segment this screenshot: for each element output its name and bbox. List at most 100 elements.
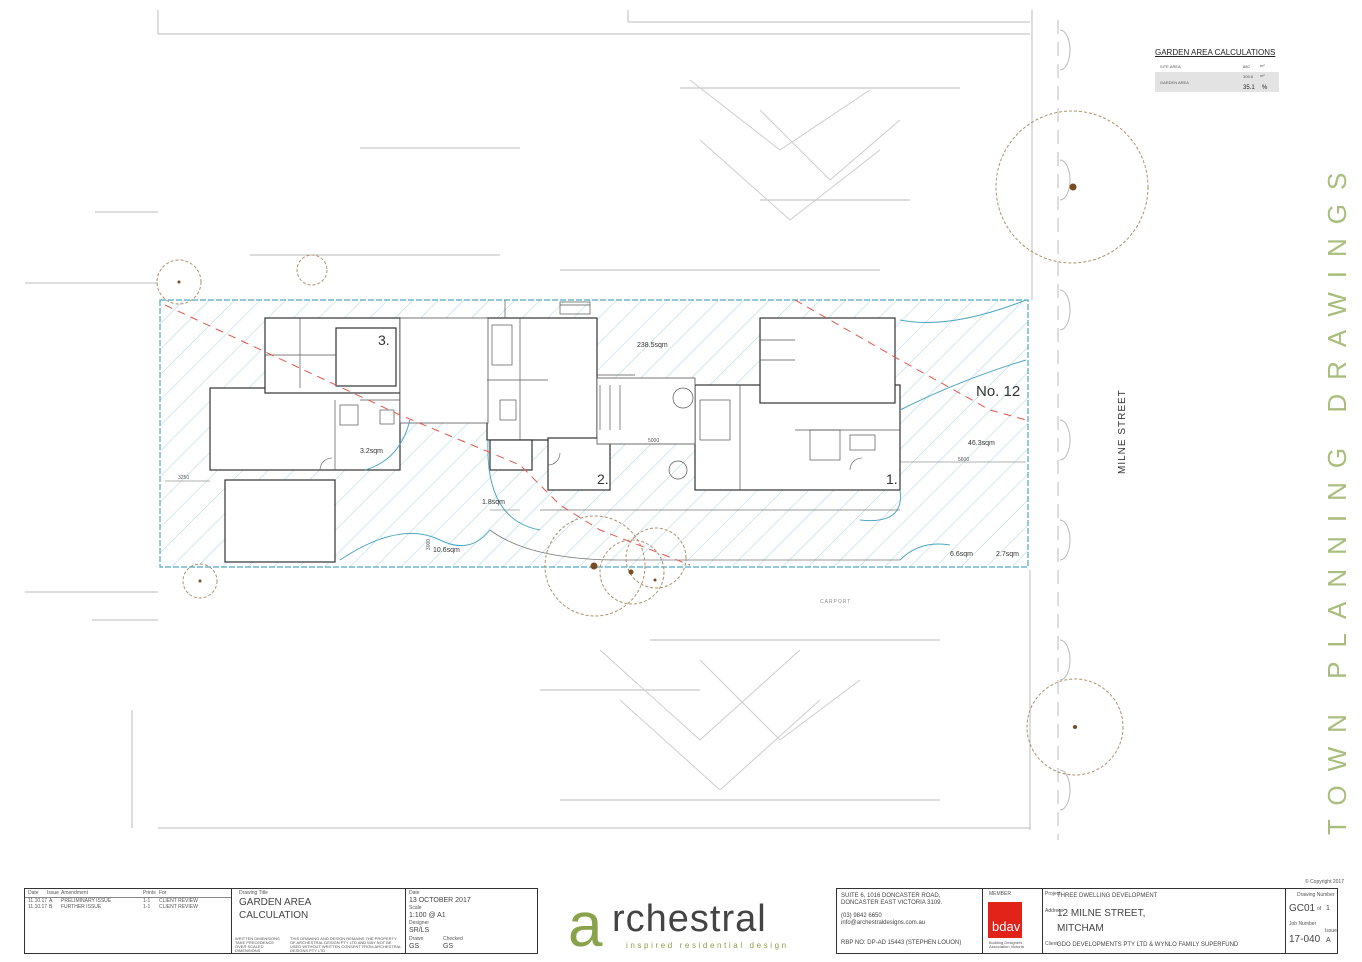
site-area-unit: m² (1260, 63, 1265, 68)
drawing-number-label: Drawing Number (1297, 892, 1335, 898)
rev-row-2-for: CLIENT REVIEW (159, 904, 198, 910)
archestral-logo-a: a (568, 891, 603, 960)
driveway-edges (339, 299, 1027, 561)
drawing-title-line-2: CALCULATION (239, 910, 309, 921)
kerb-curves (1059, 29, 1071, 811)
office-address-2: DONCASTER EAST VICTORIA 3109. (841, 900, 943, 906)
drawing-number: GC01 (1289, 903, 1316, 914)
area-d-label: 6.6sqm (950, 551, 973, 558)
bdav-subtitle: Building Designers Association Victoria (989, 940, 1024, 949)
rev-row-2-prints: 1-1 (143, 904, 151, 910)
area-a-label: 3.2sqm (360, 448, 383, 455)
dwelling-2-label: 2. (597, 471, 609, 487)
garden-calc-title: GARDEN AREA CALCULATIONS (1155, 48, 1276, 57)
designer-value: SR/LS (409, 927, 430, 934)
rev-header-for: For (159, 890, 167, 896)
designer-label: Designer (409, 920, 430, 926)
client-value: GDO DEVELOPMENTS PTY LTD & WYNLO FAMILY … (1057, 942, 1239, 948)
project-value: THREE DWELLING DEVELOPMENT (1057, 893, 1158, 899)
of-value: 1 (1326, 905, 1330, 912)
of-label: of (1317, 906, 1322, 912)
archestral-logo-text: rchestral (612, 898, 767, 940)
checked-label: Checked (443, 936, 463, 942)
copyright: © Copyright 2017 (1305, 879, 1344, 885)
member-label: MEMBER (989, 891, 1011, 897)
rev-row-1-date: 11.10.17 (28, 898, 48, 904)
drawn-label: Drawn (409, 936, 424, 942)
rev-row-2-date: 11.10.17 (28, 904, 48, 910)
dimension-3250: 3250 (178, 475, 190, 481)
scale-label: Scale (409, 905, 422, 911)
carport-label: CARPORT (820, 599, 852, 605)
rev-row-1-for: CLIENT REVIEW (159, 898, 198, 904)
street-number-label: No. 12 (976, 383, 1021, 400)
site-area-value: 880 (1243, 64, 1250, 69)
dwelling-3-label: 3. (378, 332, 390, 348)
rev-header-date: Date (28, 890, 39, 896)
address-label: Address (1045, 908, 1064, 914)
drawing-title-label: Drawing Title (239, 890, 268, 896)
rev-header-amendment: Amendment (61, 890, 88, 896)
garden-area-row: GARDEN AREA 309.8 m² 35.1 % (1155, 72, 1279, 92)
rbp-number: RBP NO: DP-AD 15443 (STEPHEN LOUON) (841, 940, 962, 946)
garden-pct-value: 35.1 (1243, 85, 1255, 91)
dimension-3000: 3000 (426, 538, 433, 551)
garden-area-calculations: GARDEN AREA CALCULATIONS SITE AREA 880 m… (1155, 48, 1279, 92)
site-area-row: SITE AREA 880 m² (1155, 62, 1279, 72)
setback-line-2 (794, 299, 1027, 421)
garden-pct-unit: % (1262, 85, 1268, 91)
project-label: Project (1045, 891, 1061, 897)
drawing-title-line-1: GARDEN AREA (239, 897, 312, 908)
area-main-label: 238.5sqm (637, 342, 668, 349)
drawn-value: GS (409, 943, 420, 950)
area-b-label: 1.8sqm (482, 499, 505, 506)
driveway-grey-edges (489, 509, 900, 561)
area-e-label: 2.7sqm (996, 551, 1019, 558)
garden-area-label: GARDEN AREA (1160, 80, 1189, 85)
garden-area-unit: m² (1260, 73, 1265, 78)
area-c-label: 10.6sqm (433, 547, 460, 554)
bdav-logo: bdav (988, 902, 1022, 938)
dwelling-1-label: 1. (886, 471, 898, 487)
interior-details (265, 300, 900, 490)
site-address-1: 12 MILNE STREET, (1057, 908, 1146, 919)
dimension-5000: 5000 (648, 438, 660, 444)
title-block-right: SUITE 6, 1016 DONCASTER ROAD, DONCASTER … (836, 888, 1338, 954)
notes-dimensions: WRITTEN DIMENSIONS TAKE PRECEDENCE OVER … (235, 936, 280, 953)
client-label: Client (1045, 941, 1058, 947)
side-title: TOWN PLANNING DRAWINGS (1322, 158, 1352, 835)
neighbour-roof-lines (599, 79, 901, 791)
dwelling-3-footprint (209, 317, 401, 563)
notes-copyright: THIS DRAWING AND DESIGN REMAINS THE PROP… (290, 936, 402, 953)
date-label: Date (409, 890, 420, 896)
issue-label: Issue (1325, 928, 1337, 934)
trees (156, 110, 1149, 776)
door-swings (319, 452, 863, 471)
date-value: 13 OCTOBER 2017 (409, 897, 471, 904)
office-email[interactable]: info@archestraldesigns.com.au (841, 920, 926, 926)
tree-trunks (177, 183, 1077, 729)
job-number: 17-040 (1289, 934, 1321, 945)
street-name-label: MILNE STREET (1117, 389, 1128, 474)
area-front-label: 46.3sqm (968, 440, 995, 447)
rev-row-2-amendment: FURTHER ISSUE (61, 904, 102, 910)
neighbour-context-lines (25, 10, 1033, 830)
rev-header-issue: Issue (47, 890, 59, 896)
garden-area-value: 309.8 (1243, 74, 1254, 79)
site-address-2: MITCHAM (1057, 923, 1104, 934)
dimension-5600: 5600 (958, 457, 970, 463)
office-phone[interactable]: (03) 9842 6650 (841, 913, 882, 919)
checked-value: GS (443, 943, 454, 950)
office-address-1: SUITE 6, 1016 DONCASTER ROAD, (841, 893, 941, 899)
rev-row-1-prints: 1-1 (143, 898, 151, 904)
issue-value: A (1326, 937, 1331, 944)
dimension-lines (165, 443, 1026, 511)
rev-row-2-issue: B (49, 904, 53, 910)
archestral-logo-tagline: inspired residential design (626, 941, 789, 950)
title-block-left: Date Issue Amendment Prints For 11.10.17… (24, 888, 538, 954)
rev-header-prints: Prints (143, 890, 156, 896)
rev-row-1-issue: A (49, 898, 53, 904)
job-number-label: Job Number (1289, 921, 1317, 927)
scale-value: 1:100 @ A1 (409, 912, 446, 919)
